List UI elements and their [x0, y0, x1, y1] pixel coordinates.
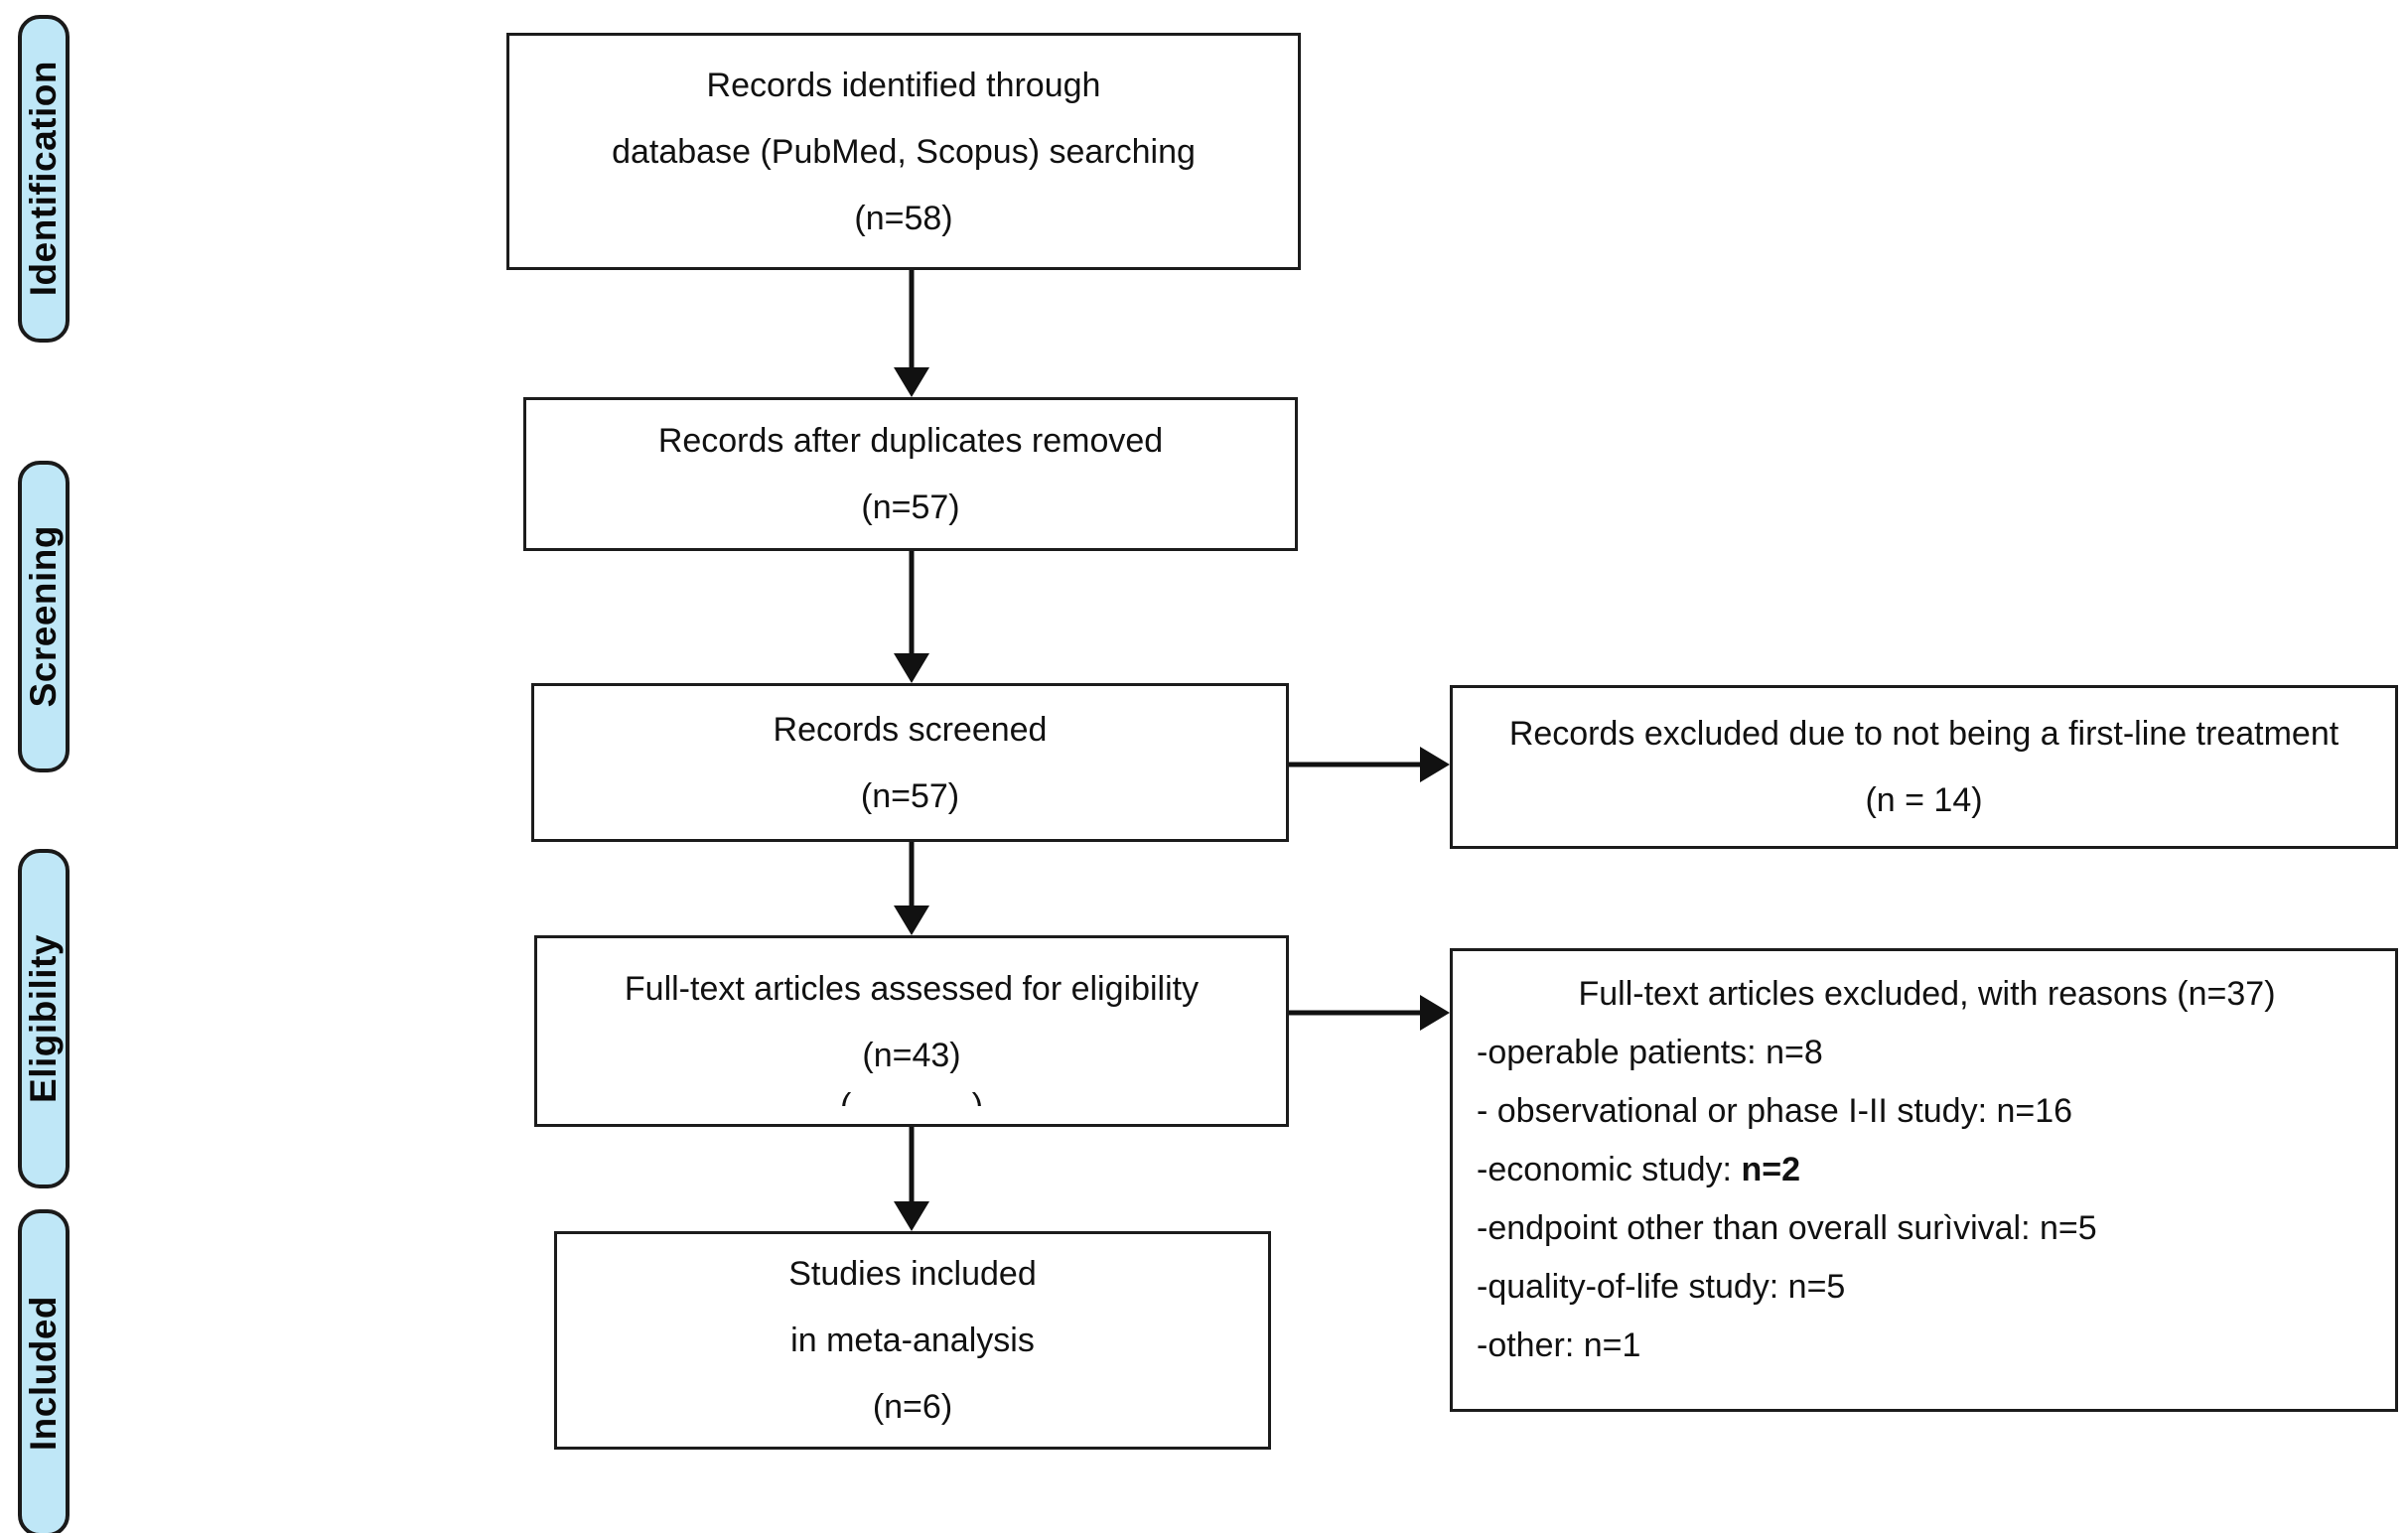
box-records-excluded-screening: Records excluded due to not being a firs… [1450, 685, 2398, 849]
box-fulltext-assessed-count: (n=43) [862, 1037, 961, 1074]
arrow-shaft [909, 842, 915, 906]
arrow-head [894, 906, 929, 935]
stage-label-included: Included [18, 1209, 70, 1533]
box-studies-included-count: (n=6) [872, 1388, 953, 1426]
box-fulltext-excluded-reason-1: -operable patients: n=8 [1477, 1034, 1823, 1071]
box-records-identified-count: (n=58) [854, 199, 953, 237]
box-records-identified-line2: database (PubMed, Scopus) searching [612, 132, 1196, 171]
stage-label-screening: Screening [18, 461, 70, 772]
arrow-head [1420, 747, 1450, 782]
box-records-identified-line1: Records identified through [706, 66, 1101, 104]
arrow-head [894, 1201, 929, 1231]
arrow-shaft [909, 1127, 915, 1201]
arrow-screened-to-fulltext [894, 842, 929, 935]
box-records-screened-line1: Records screened [773, 710, 1048, 749]
box-records-screened-count: (n=57) [860, 776, 960, 815]
box-fulltext-excluded-reason-3-label: -economic study: [1477, 1151, 1742, 1188]
box-fulltext-excluded-reason-6: -other: n=1 [1477, 1326, 1641, 1364]
box-duplicates-removed-line1: Records after duplicates removed [657, 422, 1164, 460]
box-studies-included-line1: Studies included [788, 1255, 1037, 1293]
stage-label-identification: Identification [18, 15, 70, 343]
box-records-excluded-screening-line1: Records excluded due to not being a firs… [1508, 715, 2339, 753]
box-fulltext-assessed: Full-text articles assessed for eligibil… [534, 935, 1289, 1127]
arrow-fulltext-to-included [894, 1127, 929, 1231]
stage-label-identification-text: Identification [23, 61, 64, 297]
arrow-screened-to-excluded [1289, 747, 1450, 782]
box-fulltext-excluded-reason-3: -economic study: n=2 [1477, 1153, 1800, 1186]
arrow-shaft [1289, 1010, 1422, 1016]
arrow-head [1420, 995, 1450, 1031]
arrow-identified-to-duplicates [894, 270, 929, 397]
stage-label-eligibility-text: Eligibility [23, 934, 64, 1103]
box-duplicates-removed-count: (n=57) [861, 488, 960, 526]
box-records-screened: Records screened (n=57) [531, 683, 1289, 842]
box-fulltext-excluded: Full-text articles excluded, with reason… [1450, 948, 2398, 1412]
arrow-head [894, 367, 929, 397]
arrow-shaft [909, 551, 915, 653]
box-fulltext-excluded-reason-3-count: n=2 [1741, 1151, 1800, 1188]
box-fulltext-assessed-obscured-remnant: ( ) [537, 1089, 1286, 1106]
stage-label-included-text: Included [23, 1295, 64, 1452]
box-fulltext-excluded-reason-2: - observational or phase I-II study: n=1… [1477, 1092, 2073, 1130]
box-fulltext-excluded-reason-4: -endpoint other than overall surìvival: … [1477, 1209, 2097, 1247]
arrow-shaft [909, 270, 915, 367]
arrow-fulltext-to-excluded [1289, 995, 1450, 1031]
box-fulltext-assessed-line1: Full-text articles assessed for eligibil… [624, 970, 1200, 1008]
box-studies-included-line2: in meta-analysis [790, 1322, 1035, 1359]
box-records-identified: Records identified through database (Pub… [506, 33, 1301, 270]
stage-label-eligibility: Eligibility [18, 849, 70, 1188]
stage-label-screening-text: Screening [23, 525, 64, 708]
box-studies-included: Studies included in meta-analysis (n=6) [554, 1231, 1271, 1450]
box-records-excluded-screening-count: (n = 14) [1865, 781, 1983, 819]
box-fulltext-excluded-heading: Full-text articles excluded, with reason… [1578, 975, 2276, 1013]
arrow-duplicates-to-screened [894, 551, 929, 683]
box-fulltext-excluded-reason-5: -quality-of-life study: n=5 [1477, 1268, 1846, 1306]
box-duplicates-removed: Records after duplicates removed (n=57) [523, 397, 1298, 551]
arrow-head [894, 653, 929, 683]
arrow-shaft [1289, 762, 1422, 767]
